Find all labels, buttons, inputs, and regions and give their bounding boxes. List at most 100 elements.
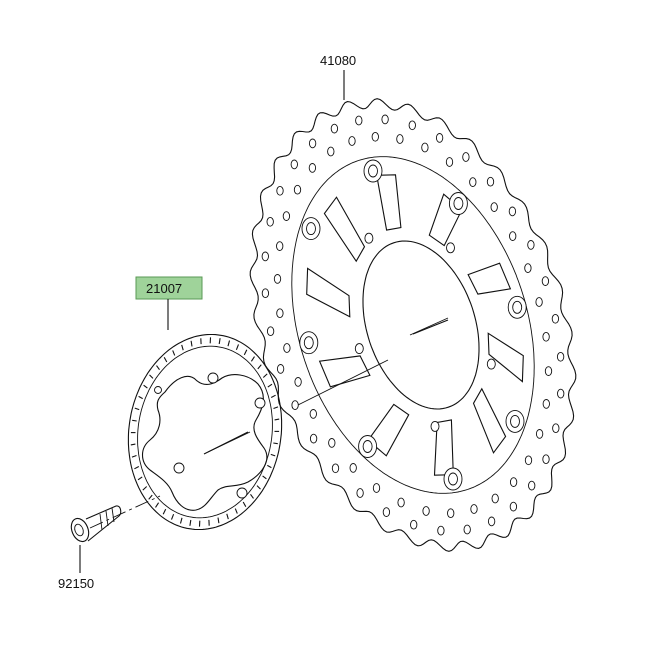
vent-hole [261, 251, 269, 262]
floating-button-center [453, 197, 464, 210]
vent-hole [372, 483, 381, 493]
sensor-slot [134, 407, 140, 411]
floating-button [443, 467, 463, 491]
vent-hole [542, 454, 550, 465]
floating-button-center [510, 414, 520, 428]
vent-hole [527, 240, 535, 250]
sensor-slot [172, 350, 176, 356]
vent-hole [445, 157, 454, 167]
hub-bolt-hole [354, 343, 364, 355]
vent-hole [261, 288, 270, 299]
sensor-slot [243, 349, 248, 356]
floating-button [301, 217, 321, 241]
vent-hole [557, 388, 565, 399]
vent-hole [348, 136, 356, 146]
sensor-slot [217, 517, 220, 524]
vent-hole [396, 134, 404, 144]
vent-hole [552, 423, 560, 434]
hub-bolt-hole [446, 242, 455, 254]
rotor-center-cutout [141, 374, 268, 511]
sensor-slot [274, 418, 280, 421]
carrier-window [376, 174, 402, 231]
vent-hole [283, 343, 291, 353]
vent-hole [541, 276, 550, 286]
floating-button [299, 331, 319, 355]
brake-disc[interactable] [249, 98, 577, 552]
floating-button [358, 435, 378, 458]
sensor-slot [226, 513, 229, 520]
vent-hole [309, 409, 317, 419]
vent-hole [542, 399, 550, 409]
carrier-window [472, 387, 507, 454]
vent-hole [308, 138, 317, 149]
part-label-21007[interactable]: 21007 [135, 276, 203, 330]
sensor-slot [155, 502, 160, 508]
floating-button-center [448, 472, 458, 486]
sensor-slot [132, 419, 137, 422]
vent-hole [509, 477, 518, 487]
sensor-slot [256, 485, 261, 490]
sensor-slot [137, 476, 143, 481]
vent-hole [462, 152, 470, 162]
vent-hole [487, 516, 496, 527]
vent-hole [421, 142, 429, 153]
floating-button-center [306, 222, 316, 236]
sensor-slot [142, 486, 148, 491]
vent-hole [528, 480, 536, 491]
sensor-slot [270, 453, 276, 457]
vent-hole [470, 504, 478, 514]
vent-hole [355, 115, 363, 126]
sensor-slot [149, 374, 154, 379]
abs-sensor-rotor[interactable] [127, 333, 283, 531]
rotor-sensor-slots [130, 337, 280, 527]
floating-button-center [303, 336, 314, 350]
sensor-slot [179, 517, 183, 524]
bolt[interactable] [68, 505, 122, 544]
floating-button [505, 409, 525, 433]
disc-vent-holes [261, 114, 565, 536]
hub-bolt-holes [354, 232, 496, 432]
hub-bolt-hole [430, 420, 440, 432]
sensor-slot [189, 519, 192, 526]
part-label-41080[interactable]: 41080 [320, 53, 356, 100]
sensor-slot [242, 501, 247, 507]
sensor-slot [170, 514, 175, 520]
carrier-window [318, 355, 371, 388]
part-label-92150[interactable]: 92150 [58, 545, 94, 591]
vent-hole [371, 131, 379, 142]
svg-text:21007: 21007 [146, 281, 182, 296]
vent-hole [293, 184, 302, 195]
floating-button-center [512, 300, 523, 314]
vent-hole [276, 241, 284, 251]
carrier-window [487, 332, 524, 383]
sensor-slot [181, 344, 184, 351]
vent-hole [486, 176, 495, 187]
vent-hole [266, 326, 275, 337]
vent-hole [397, 497, 405, 508]
sensor-slot [148, 494, 153, 500]
disc-carrier-spokes [306, 174, 524, 476]
sensor-slot [273, 442, 278, 445]
disc-floating-buttons [299, 159, 527, 491]
vent-hole [524, 455, 533, 466]
sensor-slot [218, 338, 221, 345]
sensor-slot [273, 406, 279, 410]
vent-hole [308, 163, 317, 173]
vent-hole [276, 364, 285, 374]
sensor-slot [257, 364, 262, 370]
svg-text:41080: 41080 [320, 53, 356, 68]
vent-hole [356, 488, 364, 498]
carrier-window [467, 262, 512, 295]
sensor-slot [250, 356, 255, 362]
vent-hole [508, 206, 517, 217]
sensor-slot [235, 344, 240, 350]
vent-hole [382, 507, 391, 517]
vent-hole [556, 351, 565, 362]
sensor-slot [143, 384, 148, 389]
vent-hole [276, 308, 284, 319]
floating-button-center [368, 164, 378, 178]
vent-hole [273, 274, 282, 284]
vent-hole [290, 159, 298, 170]
vent-hole [282, 211, 291, 221]
